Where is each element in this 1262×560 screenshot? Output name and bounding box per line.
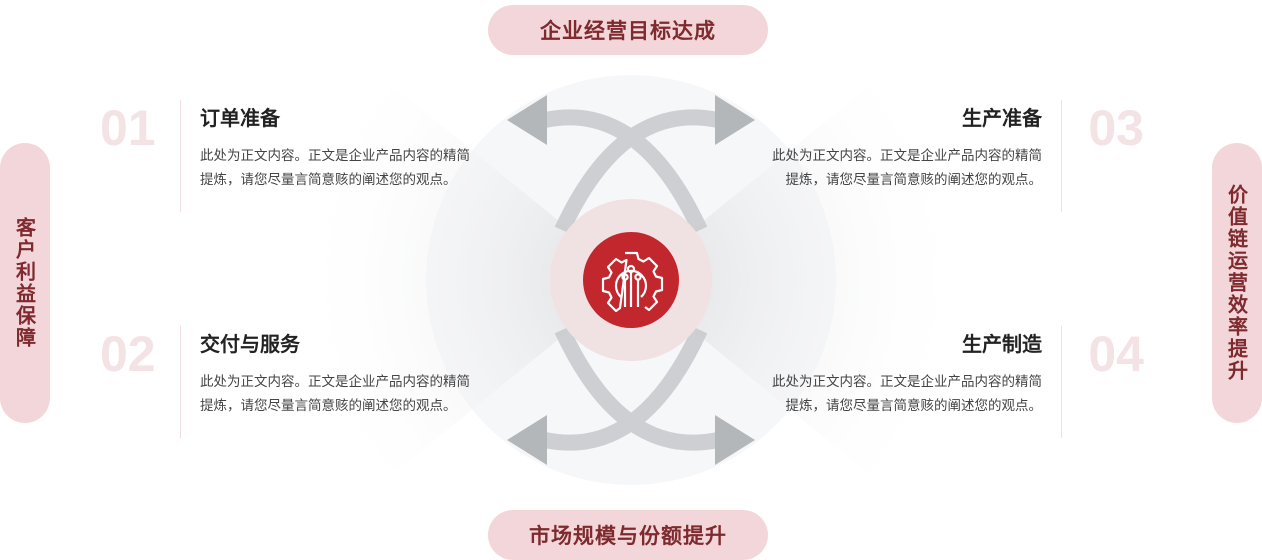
step-title: 生产制造 — [962, 332, 1042, 356]
divider — [180, 100, 181, 212]
arrow-head-bottom-left — [507, 415, 547, 465]
step-number: 01 — [100, 100, 156, 156]
left-goal-pill: 客户利益保障 — [0, 143, 50, 423]
step-body: 此处为正文内容。正文是企业产品内容的精简提炼，请您尽量言简意赅的阐述您的观点。 — [200, 148, 470, 188]
right-fan — [631, 10, 962, 550]
divider — [1061, 326, 1062, 438]
step-body: 此处为正文内容。正文是企业产品内容的精简提炼，请您尽量言简意赅的阐述您的观点。 — [772, 374, 1042, 414]
arrow-head-top-right — [715, 95, 755, 145]
arrow-head-top-left — [507, 95, 547, 145]
step-item-01: 01 订单准备 此处为正文内容。正文是企业产品内容的精简提炼，请您尽量言简意赅的… — [100, 100, 470, 212]
step-item-03: 03 生产准备 此处为正文内容。正文是企业产品内容的精简提炼，请您尽量言简意赅的… — [772, 100, 1144, 212]
left-fan — [300, 10, 631, 550]
divider — [1061, 100, 1062, 212]
step-number: 04 — [1088, 326, 1144, 382]
top-goal-pill: 企业经营目标达成 — [488, 5, 768, 55]
step-number: 03 — [1088, 100, 1144, 156]
center-core — [583, 232, 679, 328]
right-goal-pill: 价值链运营效率提升 — [1212, 143, 1262, 423]
arrow-head-bottom-right — [715, 415, 755, 465]
bottom-goal-pill: 市场规模与份额提升 — [488, 510, 768, 560]
step-title: 交付与服务 — [200, 332, 300, 356]
gear-circuit-icon — [601, 251, 664, 313]
step-item-04: 04 生产制造 此处为正文内容。正文是企业产品内容的精简提炼，请您尽量言简意赅的… — [772, 326, 1144, 438]
step-title: 生产准备 — [962, 106, 1042, 130]
step-body: 此处为正文内容。正文是企业产品内容的精简提炼，请您尽量言简意赅的阐述您的观点。 — [772, 148, 1042, 188]
arc-bottom-right — [554, 326, 720, 451]
step-item-02: 02 交付与服务 此处为正文内容。正文是企业产品内容的精简提炼，请您尽量言简意赅… — [100, 326, 470, 438]
step-number: 02 — [100, 326, 156, 382]
divider — [180, 326, 181, 438]
step-title: 订单准备 — [200, 106, 280, 130]
step-body: 此处为正文内容。正文是企业产品内容的精简提炼，请您尽量言简意赅的阐述您的观点。 — [200, 374, 470, 414]
arc-top-right — [554, 109, 720, 234]
